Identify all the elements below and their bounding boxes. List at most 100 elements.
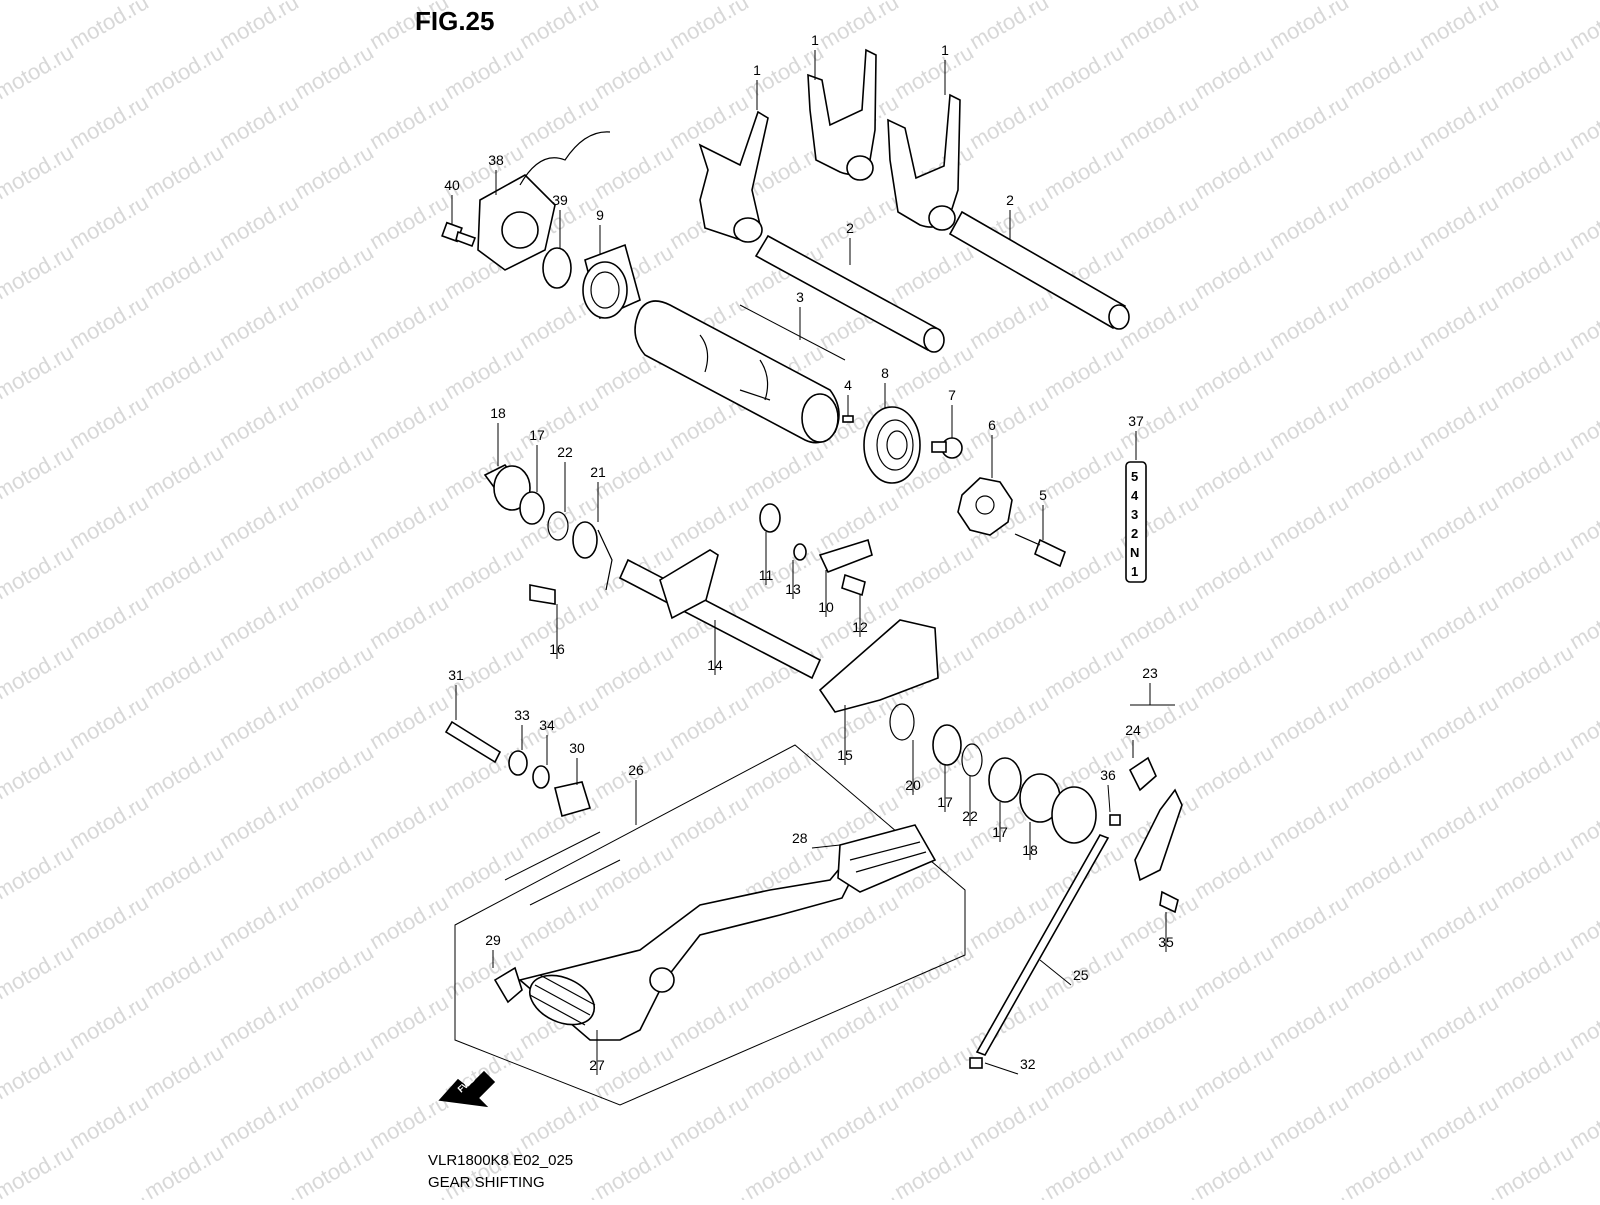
watermark-text: motod.ru: [1340, 939, 1428, 1004]
watermark-text: motod.ru: [0, 0, 3, 54]
watermark-text: motod.ru: [1265, 1189, 1353, 1200]
callout-10: 10: [818, 599, 834, 615]
watermark-text: motod.ru: [65, 89, 153, 154]
gear-indicator-plate: 5 4 3 2 N 1: [1125, 461, 1147, 583]
link-rod: [975, 834, 1110, 1056]
watermark-text: motod.ru: [1265, 589, 1353, 654]
callout-20: 20: [905, 777, 921, 793]
watermark-text: motod.ru: [440, 839, 528, 904]
watermark-text: motod.ru: [1340, 1139, 1428, 1200]
watermark-text: motod.ru: [1190, 439, 1278, 504]
callout-24: 24: [1125, 722, 1141, 738]
figure-caption: GEAR SHIFTING: [428, 1174, 545, 1191]
watermark-text: motod.ru: [1340, 1039, 1428, 1104]
watermark-text: motod.ru: [740, 1039, 828, 1104]
watermark-text: motod.ru: [1040, 0, 1128, 4]
watermark-text: motod.ru: [0, 1139, 78, 1200]
watermark-text: motod.ru: [365, 489, 453, 554]
watermark-text: motod.ru: [1565, 689, 1600, 754]
watermark-text: motod.ru: [1415, 589, 1503, 654]
watermark-text: motod.ru: [290, 139, 378, 204]
watermark-text: motod.ru: [815, 989, 903, 1054]
watermark-text: motod.ru: [1190, 539, 1278, 604]
watermark-text: motod.ru: [1265, 0, 1353, 54]
callout-26: 26: [628, 762, 644, 778]
bearing-9: [582, 243, 641, 320]
callout-3: 3: [796, 289, 804, 305]
pin-5: [1014, 533, 1066, 568]
bolt-12: [841, 573, 866, 597]
watermark-text: motod.ru: [140, 539, 228, 604]
gear-indicator-n: N: [1130, 545, 1139, 560]
watermark-text: motod.ru: [1490, 239, 1578, 304]
watermark-text: motod.ru: [1340, 239, 1428, 304]
watermark-text: motod.ru: [1190, 0, 1278, 4]
washer-13: [793, 543, 807, 561]
gearshift-shaft: [618, 549, 822, 680]
gear-indicator-4: 4: [1131, 488, 1139, 503]
watermark-text: motod.ru: [815, 1189, 903, 1200]
watermark-text: motod.ru: [1115, 589, 1203, 654]
watermark-text: motod.ru: [1415, 189, 1503, 254]
watermark-text: motod.ru: [740, 739, 828, 804]
watermark-text: motod.ru: [815, 189, 903, 254]
watermark-text: motod.ru: [1340, 639, 1428, 704]
watermark-text: motod.ru: [1115, 0, 1203, 54]
shift-fork-middle: [807, 48, 877, 181]
watermark-text: motod.ru: [290, 939, 378, 1004]
watermark-text: motod.ru: [1415, 289, 1503, 354]
watermark-text: motod.ru: [1265, 989, 1353, 1054]
callout-8: 8: [881, 365, 889, 381]
watermark-text: motod.ru: [965, 389, 1053, 454]
watermark-text: motod.ru: [590, 39, 678, 104]
watermark-text: motod.ru: [1340, 139, 1428, 204]
watermark-text: motod.ru: [365, 89, 453, 154]
watermark-text: motod.ru: [1565, 389, 1600, 454]
callout-18: 18: [1022, 842, 1038, 858]
watermark-text: motod.ru: [0, 939, 78, 1004]
watermark-text: motod.ru: [1565, 1189, 1600, 1200]
model-code: VLR1800K8 E02_025: [428, 1152, 574, 1169]
cam-stopper-plate: [957, 477, 1013, 536]
watermark-text: motod.ru: [1415, 989, 1503, 1054]
callout-39: 39: [552, 192, 568, 208]
watermark-text: motod.ru: [1190, 1139, 1278, 1200]
callout-30: 30: [569, 740, 585, 756]
figure-title: FIG.25: [415, 6, 495, 36]
watermark-text: motod.ru: [365, 389, 453, 454]
callout-38: 38: [488, 152, 504, 168]
watermark-text: motod.ru: [65, 589, 153, 654]
watermark-text: motod.ru: [0, 839, 78, 904]
watermark-text: motod.ru: [1490, 339, 1578, 404]
watermark-text: motod.ru: [0, 39, 78, 104]
callout-17: 17: [937, 794, 953, 810]
callout-leader-28: [811, 844, 841, 849]
watermark-text: motod.ru: [890, 1039, 978, 1104]
link-rod-end-24: [1128, 756, 1157, 792]
circlip-20: [889, 703, 915, 741]
gear-indicator-5: 5: [1131, 469, 1138, 484]
callout-7: 7: [948, 387, 956, 403]
callout-21: 21: [590, 464, 606, 480]
watermark-text: motod.ru: [890, 39, 978, 104]
washer-33: [508, 750, 528, 776]
watermark-text: motod.ru: [140, 439, 228, 504]
callout-29: 29: [485, 932, 501, 948]
watermark-text: motod.ru: [0, 539, 78, 604]
watermark-text: motod.ru: [1265, 289, 1353, 354]
callout-1: 1: [753, 62, 761, 78]
watermark-text: motod.ru: [1490, 1139, 1578, 1200]
callout-28: 28: [792, 830, 808, 846]
watermark-text: motod.ru: [1415, 789, 1503, 854]
callout-6: 6: [988, 417, 996, 433]
watermark-text: motod.ru: [1415, 489, 1503, 554]
watermark-text: motod.ru: [965, 1189, 1053, 1200]
watermark-text: motod.ru: [65, 889, 153, 954]
watermark-text: motod.ru: [1340, 539, 1428, 604]
watermark-text: motod.ru: [0, 239, 78, 304]
watermark-text: motod.ru: [65, 0, 153, 54]
watermark-text: motod.ru: [590, 1139, 678, 1200]
watermark-text: motod.ru: [215, 489, 303, 554]
watermark-text: motod.ru: [1190, 339, 1278, 404]
callout-leader-36: [1107, 784, 1111, 813]
